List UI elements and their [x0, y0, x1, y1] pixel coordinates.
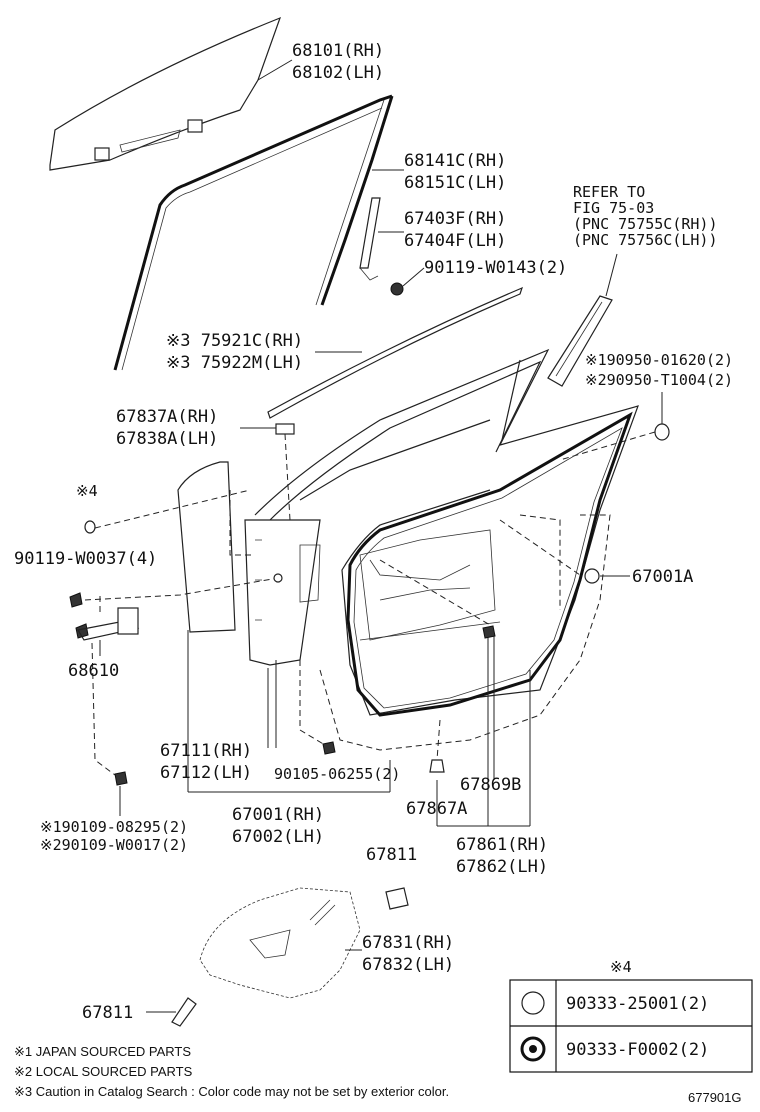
moulding-drawing [267, 286, 523, 419]
footnote-2: ※2 LOCAL SOURCED PARTS [14, 1064, 193, 1079]
label-weatherstrip-rh: 67861(RH) [456, 835, 548, 855]
label-rear-channel-rh: 67403F(RH) [404, 209, 506, 229]
label-clip-90950-1: ※190950-01620(2) [585, 351, 733, 369]
label-weatherstrip-lh: 67862(LH) [456, 857, 548, 877]
label-stopper: 67869B [460, 775, 521, 795]
label-door-check: 68610 [68, 661, 119, 681]
figure-code: 677901G [688, 1090, 742, 1105]
run-channel-drawing [113, 94, 404, 371]
label-pad-upper: 67811 [366, 845, 417, 865]
label-bolt-90109-2: ※290109-W0017(2) [40, 836, 188, 854]
label-door-assy-lh: 67002(LH) [232, 827, 324, 847]
label-screw-90119-w0143: 90119-W0143(2) [424, 258, 567, 278]
pad-lower-drawing [146, 997, 197, 1027]
label-refer-2: FIG 75-03 [573, 199, 654, 217]
label-bolt-90119-w0037: 90119-W0037(4) [14, 549, 157, 569]
legend-row-2-part: 90333-F0002(2) [566, 1040, 709, 1060]
rear-channel-drawing [359, 197, 425, 296]
label-run-channel-rh: 68141C(RH) [404, 151, 506, 171]
label-pad-lower: 67811 [82, 1003, 133, 1023]
label-moulding-lh: ※3 75922M(LH) [166, 353, 303, 373]
label-service-cover-lh: 67832(LH) [362, 955, 454, 975]
footnote-3: ※3 Caution in Catalog Search : Color cod… [14, 1084, 449, 1099]
open-circle-icon [521, 991, 545, 1015]
label-note4-small: ※4 [76, 482, 98, 500]
label-refer-1: REFER TO [573, 183, 645, 201]
label-glass-lh: 68102(LH) [292, 63, 384, 83]
label-door-assy-rh: 67001(RH) [232, 805, 324, 825]
label-cover-lh: 67838A(LH) [116, 429, 218, 449]
label-weatherstrip-clip: 67001A [632, 567, 693, 587]
label-refer-3: (PNC 75755C(RH)) [573, 215, 718, 233]
label-panel-skin-rh: 67111(RH) [160, 741, 252, 761]
legend-row-1-part: 90333-25001(2) [566, 994, 709, 1014]
door-panel-drawing [177, 348, 639, 751]
door-glass-drawing [49, 16, 293, 171]
service-hole-cover-drawing [199, 887, 362, 999]
connector-lines [84, 489, 630, 827]
label-refer-4: (PNC 75756C(LH)) [573, 231, 718, 249]
label-panel-skin-lh: 67112(LH) [160, 763, 252, 783]
label-rear-channel-lh: 67404F(LH) [404, 231, 506, 251]
legend-box: ※4 90333-25001(2) 90333-F0002(2) [509, 958, 753, 1073]
fasteners [69, 520, 600, 786]
label-run-channel-lh: 68151C(LH) [404, 173, 506, 193]
door-check-drawing [77, 607, 140, 656]
label-glass-rh: 68101(RH) [292, 41, 384, 61]
pillar-garnish-drawing [547, 253, 618, 387]
label-clip-67867: 67867A [406, 799, 467, 819]
label-cover-rh: 67837A(RH) [116, 407, 218, 427]
footnote-1: ※1 JAPAN SOURCED PARTS [14, 1044, 191, 1059]
cover-drawing [240, 423, 295, 521]
label-bolt-90105: 90105-06255(2) [274, 765, 400, 783]
clip-90950-drawing [559, 392, 670, 461]
label-service-cover-rh: 67831(RH) [362, 933, 454, 953]
label-clip-90950-2: ※290950-T1004(2) [585, 371, 733, 389]
label-bolt-90109-1: ※190109-08295(2) [40, 818, 188, 836]
label-moulding-rh: ※3 75921C(RH) [166, 331, 303, 351]
pad-upper-drawing [385, 887, 409, 910]
legend-title: ※4 [610, 958, 632, 976]
